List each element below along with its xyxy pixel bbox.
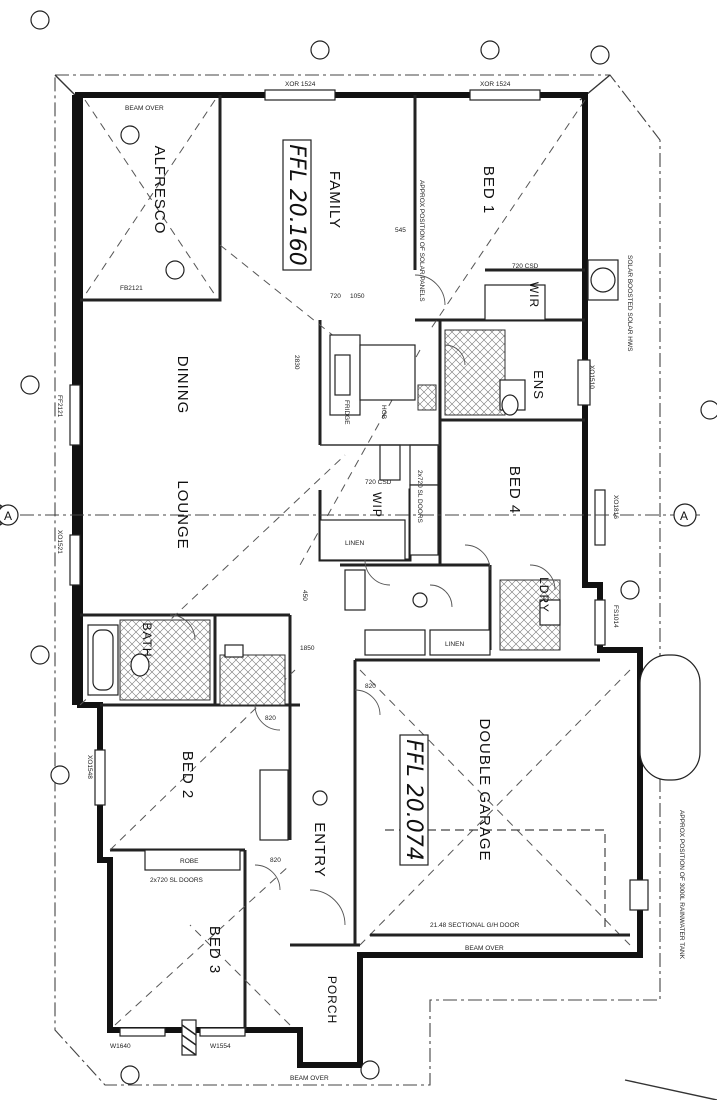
sectional-door-label: 21.48 SECTIONAL G/H DOOR xyxy=(430,922,520,929)
room-label-family: FAMILY xyxy=(326,171,343,229)
robe-label: ROBE xyxy=(180,858,199,865)
window-code-1: XOR 1524 xyxy=(285,81,316,88)
room-label-double-garage: DOUBLE GARAGE xyxy=(476,718,493,861)
section-a-left: A xyxy=(4,509,12,523)
linen-label-2: LINEN xyxy=(445,641,464,648)
window-code-xo1816: XO1816 xyxy=(612,495,619,519)
window-code-xo1521: XO1521 xyxy=(56,530,63,554)
room-label-dining: DINING xyxy=(174,356,191,415)
sliding-doors-label: 2x720 SL DOORS xyxy=(150,877,204,884)
tank-note: APPROX POSITION OF 3000L RAINWATER TANK xyxy=(678,810,685,960)
room-label-wip: WIP xyxy=(370,492,384,518)
door-swings xyxy=(169,274,556,926)
garage-door xyxy=(370,879,649,937)
solar-note: APPROX POSITION OF SOLAR PANELS xyxy=(418,180,425,302)
room-label-bed-2: BED 2 xyxy=(179,751,196,799)
linen-label: LINEN xyxy=(345,540,364,547)
room-label-bed-3: BED 3 xyxy=(206,926,223,974)
dim-1050: 1050 xyxy=(350,293,365,300)
hob-label: HOB xyxy=(380,405,387,419)
level-family: FFL 20.160 xyxy=(284,144,309,266)
rainwater-tank xyxy=(639,654,701,781)
beam-over-alfresco: BEAM OVER xyxy=(125,105,164,112)
room-label-ens: ENS xyxy=(531,370,546,400)
level-garage: FFL 20.074 xyxy=(401,739,426,861)
room-label-wir: WIR xyxy=(527,282,541,308)
hws-note: SOLAR BOOSTED SOLAR HWS xyxy=(626,255,633,352)
room-label-lounge: LOUNGE xyxy=(174,480,191,549)
wet-areas xyxy=(87,329,561,706)
dim-450: 450 xyxy=(301,590,308,601)
boundary-line xyxy=(624,1079,717,1100)
dim-820-b: 820 xyxy=(270,857,281,864)
room-label-bath: BATH xyxy=(140,622,154,657)
room-label-alfresco: ALFRESCO xyxy=(151,146,168,235)
beam-over-porch: BEAM OVER xyxy=(290,1075,329,1082)
dim-820-c: 820 xyxy=(365,683,376,690)
room-label-porch: PORCH xyxy=(325,976,339,1024)
section-a-right: A xyxy=(680,509,688,523)
internal-walls xyxy=(80,95,600,1030)
window-code-fb2121: FB2121 xyxy=(120,285,143,292)
hws-unit xyxy=(587,259,619,301)
room-label-bed-1: BED 1 xyxy=(480,166,497,214)
window-code-w1640: W1640 xyxy=(110,1043,131,1050)
pantry-doors-label: 2x720 SL DOORS xyxy=(416,470,423,524)
window-code-ff2121: FF2121 xyxy=(56,395,63,418)
window-code-xo1510: XO1510 xyxy=(588,365,595,389)
storage xyxy=(144,284,546,871)
dim-820-a: 820 xyxy=(265,715,276,722)
window-code-fs1014: FS1014 xyxy=(612,605,619,628)
room-label-ldry: LDRY xyxy=(537,577,551,613)
window-code-xo1548: XO1548 xyxy=(86,755,93,779)
dim-720: 720 xyxy=(330,293,341,300)
fridge-label: FRIDGE xyxy=(343,400,350,425)
room-label-bed-4: BED 4 xyxy=(506,466,523,514)
windows xyxy=(69,89,606,1037)
window-code-w1554: W1554 xyxy=(210,1043,231,1050)
section-markers xyxy=(0,503,700,527)
dim-545: 545 xyxy=(395,227,406,234)
room-label-entry: ENTRY xyxy=(311,822,328,878)
kitchen xyxy=(320,334,440,486)
csd-label-mid: 720 CSD xyxy=(365,479,392,486)
garage-roof-line xyxy=(385,829,606,930)
porch-steps xyxy=(181,1019,197,1056)
dim-1850: 1850 xyxy=(300,645,315,652)
dim-2830: 2830 xyxy=(293,355,300,370)
grid-markers xyxy=(20,10,717,1085)
csd-label-top: 720 CSD xyxy=(512,263,539,270)
beam-over-garage: BEAM OVER xyxy=(465,945,504,952)
window-code-2: XOR 1524 xyxy=(480,81,511,88)
